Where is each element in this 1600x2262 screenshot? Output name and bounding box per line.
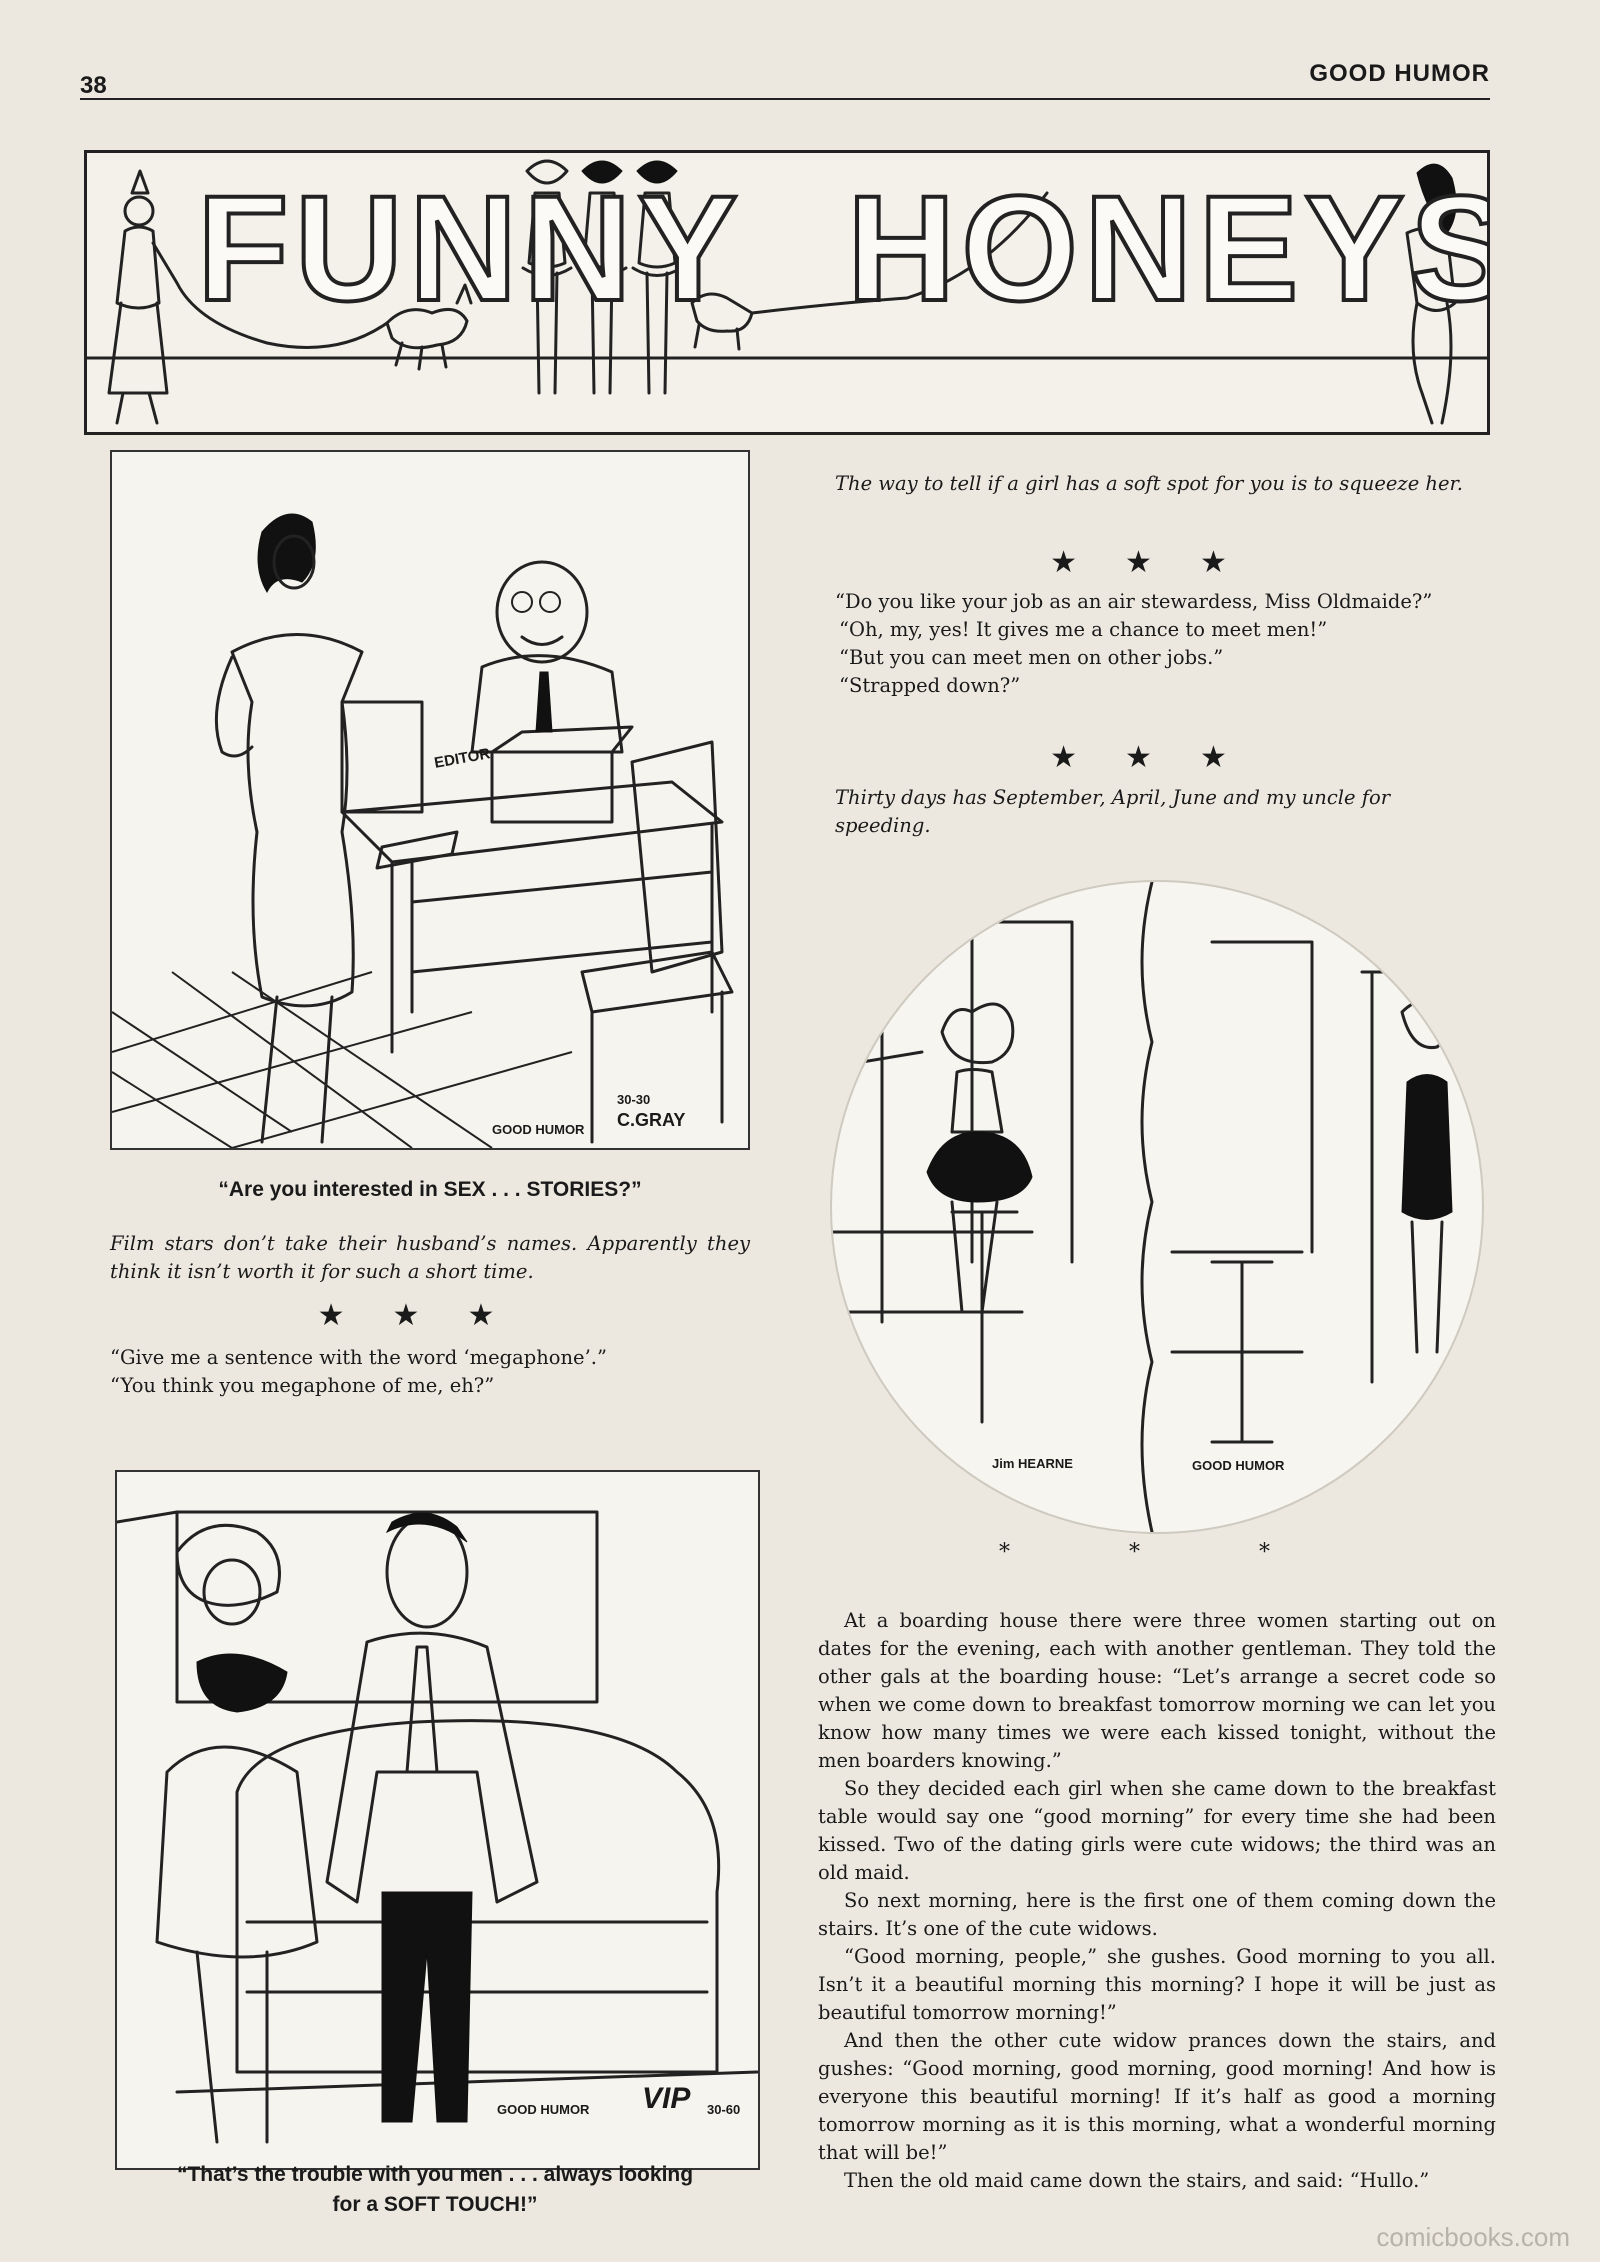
- story-paragraph-6: Then the old maid came down the stairs, …: [844, 2169, 1430, 2192]
- banner-illustration: [87, 159, 1487, 425]
- watermark: comicbooks.com: [1376, 2222, 1570, 2252]
- joke-stewardess-line1: “Do you like your job as an air stewarde…: [835, 590, 1433, 613]
- story-paragraph-4: “Good morning, people,” she gushes. Good…: [818, 1945, 1496, 2024]
- cartoon-sofa-signature: VIP: [642, 2082, 691, 2115]
- cartoon-editor-credit: GOOD HUMOR: [492, 1122, 585, 1137]
- joke-megaphone: “Give me a sentence with the word ‘megap…: [110, 1344, 750, 1400]
- page-number: 38: [80, 72, 107, 99]
- cartoon-sofa-code: 30-60: [707, 2102, 741, 2117]
- magazine-title: GOOD HUMOR: [1309, 60, 1490, 87]
- cartoon-editor-code: 30-30: [617, 1092, 651, 1107]
- cartoon-editor-signature: C.GRAY: [617, 1110, 686, 1130]
- joke-megaphone-line2: “You think you megaphone of me, eh?”: [110, 1374, 495, 1397]
- stars-divider-right-2: ★★★: [1050, 740, 1275, 775]
- showgirl-trio: [521, 159, 683, 395]
- joke-megaphone-line1: “Give me a sentence with the word ‘megap…: [110, 1346, 607, 1369]
- joke-stewardess: “Do you like your job as an air stewarde…: [835, 588, 1490, 700]
- joke-soft-spot: The way to tell if a girl has a soft spo…: [835, 472, 1463, 495]
- sofa-woman-figure: [155, 1523, 319, 2144]
- cartoon-editor: EDITOR 30-30 GOOD HUMOR C.GRAY: [110, 450, 750, 1150]
- joke-stewardess-line2: “Oh, my, yes! It gives me a chance to me…: [839, 618, 1328, 641]
- cartoon-sofa: GOOD HUMOR VIP 30-60: [115, 1470, 760, 2170]
- banner-word-funny: FUNNY: [195, 164, 744, 332]
- stars-divider-left: ★★★: [317, 1298, 543, 1333]
- cartoon-bar-code: 30-73: [892, 1454, 926, 1469]
- right-dog-figure: [690, 191, 1049, 351]
- page-tear-line: [1140, 882, 1154, 1532]
- right-girl-figure: [1405, 163, 1457, 425]
- bar-woman-figure: [860, 1002, 1033, 1314]
- joke-september: Thirty days has September, April, June a…: [835, 786, 1391, 837]
- cartoon-sofa-drawing: [117, 1510, 758, 2144]
- walking-woman-figure: [1400, 999, 1453, 1354]
- story-divider: * * *: [999, 1540, 1326, 1565]
- sofa-man-figure: [325, 1512, 539, 2123]
- cartoon-sofa-credit: GOOD HUMOR: [497, 2102, 590, 2117]
- left-girl-figure: [107, 169, 389, 425]
- joke-film-stars: Film stars don’t take their husband’s na…: [110, 1232, 750, 1283]
- funny-honeys-banner: FUNNY HONEYS: [84, 150, 1490, 435]
- woman-figure: [214, 513, 364, 1144]
- editor-man-figure: [470, 560, 624, 754]
- left-dog-figure: [385, 283, 473, 371]
- boarding-house-story: At a boarding house there were three wom…: [818, 1607, 1496, 2195]
- cartoon-bar-drawing: [832, 882, 1482, 1532]
- story-paragraph-5: And then the other cute widow prances do…: [818, 2029, 1496, 2164]
- desk-figure: [340, 700, 724, 1054]
- story-paragraph-2: So they decided each girl when she came …: [818, 1777, 1496, 1884]
- banner-word-honeys: HONEYS: [845, 164, 1490, 332]
- cartoon-bar-credit: GOOD HUMOR: [1192, 1458, 1285, 1473]
- cartoon-bar-circle: 30-73 Jim HEARNE GOOD HUMOR: [830, 880, 1484, 1534]
- cartoon-sofa-caption-line2: for a SOFT TOUCH!”: [332, 2193, 538, 2216]
- cartoon-editor-drawing: [112, 513, 734, 1148]
- story-paragraph-1: At a boarding house there were three wom…: [818, 1609, 1496, 1772]
- cartoon-editor-caption: “Are you interested in SEX . . . STORIES…: [218, 1178, 642, 1201]
- cartoon-sofa-caption-line1: “That’s the trouble with you men . . . a…: [176, 2163, 694, 2186]
- cartoon-bar-signature: Jim HEARNE: [992, 1456, 1073, 1471]
- story-paragraph-3: So next morning, here is the first one o…: [818, 1889, 1496, 1940]
- joke-stewardess-line3: “But you can meet men on other jobs.”: [839, 646, 1224, 669]
- joke-stewardess-line4: “Strapped down?”: [839, 674, 1021, 697]
- stars-divider-right-1: ★★★: [1050, 545, 1275, 580]
- sofa-shape: [235, 1719, 721, 2074]
- header-rule: [80, 98, 1490, 100]
- cartoon-sofa-caption: “That’s the trouble with you men . . . a…: [110, 2160, 760, 2220]
